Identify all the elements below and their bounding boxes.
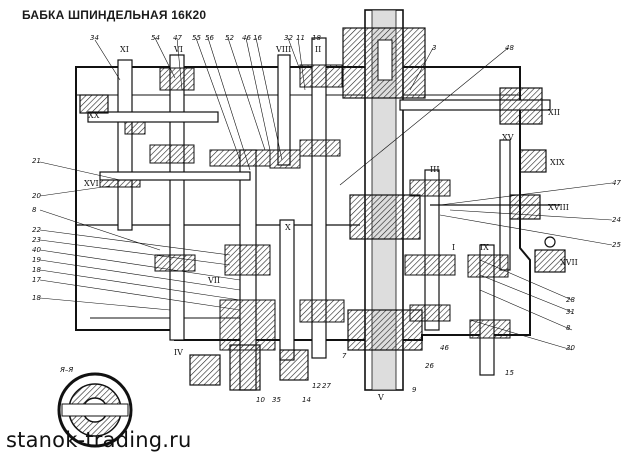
label-XV: XV	[502, 133, 514, 142]
callout-17: 17	[32, 276, 41, 284]
label-XX: XX	[88, 111, 100, 120]
callouts-bottom: 10 35 14 12 27 7 26 9 46	[256, 344, 449, 404]
callout-40: 40	[32, 246, 41, 254]
label-II: II	[315, 45, 321, 54]
callout-23: 23	[32, 236, 41, 244]
main-spindle	[342, 9, 426, 391]
callout-8: 8	[32, 206, 37, 214]
label-V: V	[377, 393, 384, 402]
callout-20: 20	[32, 192, 41, 200]
right-controls	[399, 87, 566, 273]
callout-54: 54	[151, 34, 160, 42]
callouts-right: 47 24 25 28 31 8 30 15	[505, 179, 621, 377]
label-VII: VII	[207, 276, 220, 285]
callout-9: 9	[412, 386, 417, 394]
callout-46: 46	[242, 34, 251, 42]
callout-47: 47	[173, 34, 182, 42]
callout-14: 14	[302, 396, 311, 404]
label-IX: IX	[480, 243, 489, 252]
callout-31: 31	[566, 308, 575, 316]
callout-56: 56	[205, 34, 214, 42]
callout-12: 12	[312, 382, 321, 390]
callout-26: 26	[425, 362, 434, 370]
callout-27: 27	[322, 382, 331, 390]
callout-19: 19	[32, 256, 41, 264]
callout-24: 24	[612, 216, 621, 224]
callout-28: 28	[566, 296, 575, 304]
callout-47-right: 47	[612, 179, 621, 187]
callout-11: 11	[296, 34, 305, 42]
section-detail: Я–Я	[57, 366, 133, 448]
callout-18-lower: 18	[32, 294, 41, 302]
watermark-text: stanok-trading.ru	[6, 428, 192, 452]
label-XVI: XVI	[84, 179, 99, 188]
callout-22: 22	[32, 226, 41, 234]
callout-16: 16	[253, 34, 262, 42]
callout-30: 30	[566, 344, 575, 352]
label-I: I	[452, 243, 455, 252]
callout-55: 55	[192, 34, 201, 42]
left-controls	[79, 94, 251, 181]
label-XI: XI	[120, 45, 129, 54]
callout-25: 25	[612, 241, 621, 249]
roman-labels: XI VI VIII II IV X XX XVI XIX XVIII XVII…	[84, 45, 578, 402]
label-VI: VI	[173, 45, 183, 54]
label-XIX: XIX	[550, 158, 565, 167]
label-III: III	[430, 165, 439, 174]
shafts	[117, 37, 511, 391]
callout-7: 7	[342, 352, 347, 360]
callouts-left: 21 20 8 22 23 40 19 18 17 18	[32, 157, 41, 302]
callout-8-right: 8	[566, 324, 571, 332]
callout-10: 10	[256, 396, 265, 404]
callout-18: 18	[312, 34, 321, 42]
bottom-assembly	[189, 344, 309, 391]
callout-34: 34	[90, 34, 99, 42]
label-XVIII: XVIII	[548, 203, 569, 212]
label-XVII: XVII	[560, 258, 578, 267]
label-VIII: VIII	[275, 45, 291, 54]
section-label: Я–Я	[59, 366, 73, 374]
callout-35: 35	[272, 396, 281, 404]
callout-3: 3	[432, 44, 436, 52]
callout-48: 48	[505, 44, 514, 52]
callout-52: 52	[225, 34, 234, 42]
label-XII: XII	[548, 108, 560, 117]
leader-lines	[39, 37, 613, 351]
callout-46-bottom: 46	[440, 344, 449, 352]
label-X: X	[285, 223, 291, 232]
callout-32: 32	[284, 34, 293, 42]
callout-15: 15	[505, 369, 514, 377]
page-title: БАБКА ШПИНДЕЛЬНАЯ 16К20	[22, 8, 207, 22]
callout-21: 21	[32, 157, 41, 165]
callout-18-left: 18	[32, 266, 41, 274]
callouts-top: 34 54 47 55 56 52 46 16 32 11 18 48 3	[90, 34, 514, 52]
label-IV: IV	[174, 348, 183, 357]
